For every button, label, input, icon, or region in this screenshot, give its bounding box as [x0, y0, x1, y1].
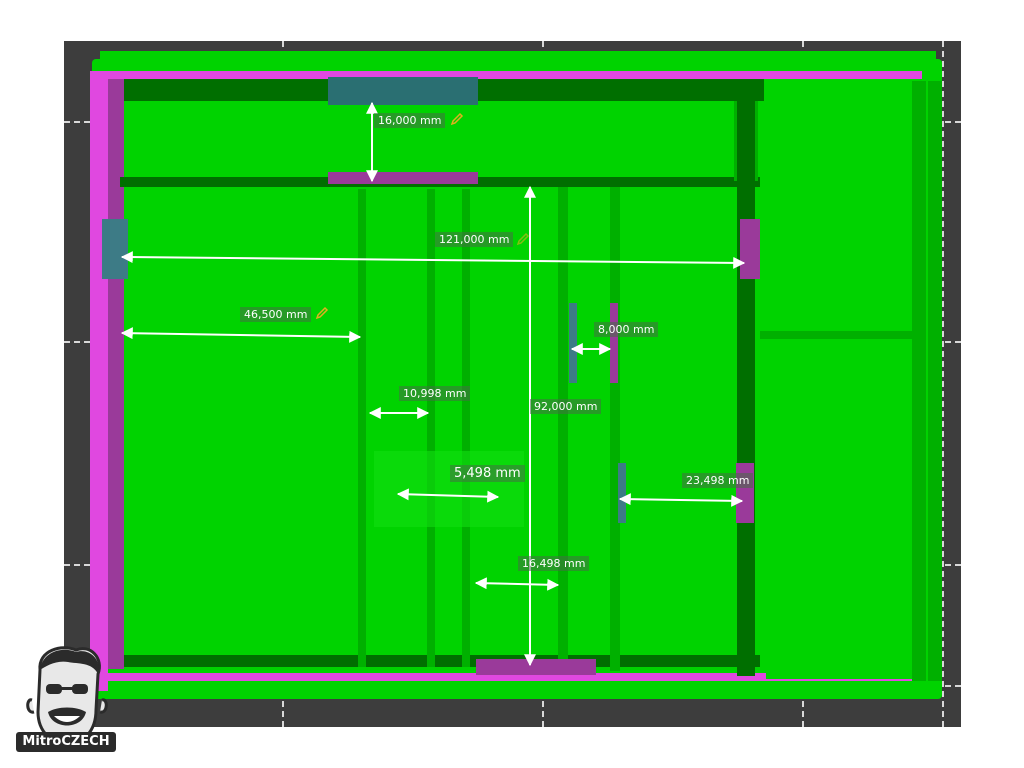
- vertical-divider: [427, 189, 435, 667]
- vertical-divider: [558, 187, 568, 671]
- logo-text: MitroCZECH: [16, 732, 116, 752]
- measure-label-slot-b[interactable]: 5,498 mm: [450, 465, 525, 482]
- bottom-wall-face: [94, 673, 918, 681]
- edit-pencil-icon[interactable]: [516, 232, 530, 246]
- top-wall-face: [92, 71, 922, 79]
- measure-label-slot-d[interactable]: 16,498 mm: [518, 556, 590, 571]
- edit-pencil-icon[interactable]: [450, 112, 464, 126]
- measure-pad-top: [328, 77, 478, 105]
- measure-label-height[interactable]: 92,000 mm: [530, 399, 602, 414]
- 3d-viewport[interactable]: 16,000 mm 121,000 mm 46,500 mm 10,998 mm…: [64, 41, 961, 727]
- measure-label-total-width[interactable]: 121,000 mm: [435, 232, 514, 247]
- measure-pad-slot-c: [610, 303, 618, 383]
- model-right-edge: [928, 81, 942, 681]
- vertical-divider: [462, 189, 470, 667]
- right-wall-inner: [912, 81, 926, 681]
- measurement-lines: [120, 101, 746, 667]
- measure-pad-bottom: [476, 659, 596, 675]
- right-upper-compartment[interactable]: [766, 89, 912, 333]
- bed-grid-line: [942, 41, 944, 727]
- measure-pad-left: [102, 219, 128, 279]
- measure-pad-divider: [328, 172, 478, 184]
- model-top-rim: [100, 51, 936, 65]
- right-lower-compartment[interactable]: [766, 339, 912, 679]
- edit-pencil-icon[interactable]: [315, 306, 329, 320]
- vertical-divider: [610, 187, 620, 671]
- right-horizontal-divider: [760, 331, 916, 339]
- bottom-shadow: [124, 655, 760, 667]
- measure-label-left-compartment[interactable]: 46,500 mm: [240, 307, 312, 322]
- measure-label-right-compartment[interactable]: 23,498 mm: [682, 473, 754, 488]
- vertical-divider: [358, 189, 366, 667]
- measure-pad-right-comp: [618, 463, 626, 523]
- measure-label-slot-a[interactable]: 10,998 mm: [399, 386, 471, 401]
- measure-label-slot-c[interactable]: 8,000 mm: [594, 322, 659, 337]
- measure-label-top-gap[interactable]: 16,000 mm: [374, 113, 446, 128]
